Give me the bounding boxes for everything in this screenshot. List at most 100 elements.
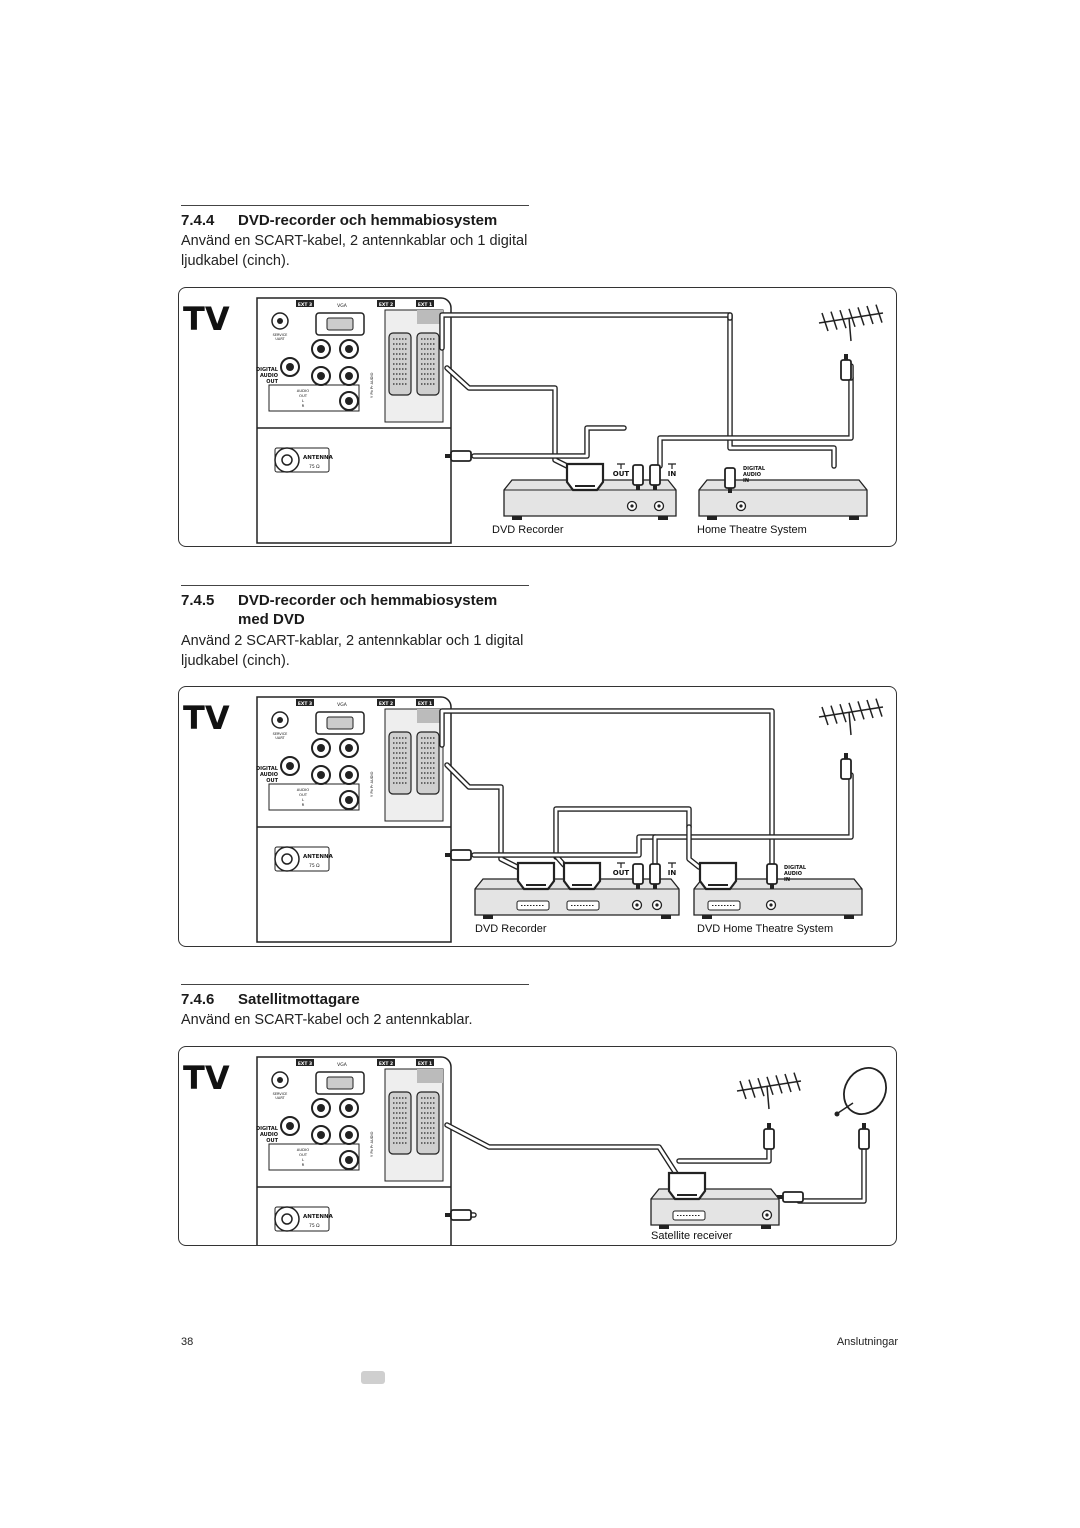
digital-audio-cable [657,375,854,469]
out-label: OUT [266,778,278,784]
vga-label: VGA [337,1062,348,1068]
recorder-scart-plug-1-body [516,861,556,891]
recorder-out-plug-tip [636,485,640,490]
audio-out-box [268,783,360,811]
scart-ext2-port [388,1091,412,1155]
dish-plug-body [858,1128,870,1150]
audio-label: AUDIO [260,373,278,379]
tv-antenna-to-recorder-core [472,835,657,857]
antenna-ohm-label: 75 Ω [309,464,320,470]
hts-digital-label: DIGITAL [784,865,807,871]
scart-ext1-port [416,1091,440,1155]
aerial-to-receiver-core [677,1143,771,1163]
out-small-label: OUT [299,1152,308,1157]
tv-antenna-to-recorder-core [472,426,626,458]
rca-jack-center-3 [317,372,325,380]
port-in-2-symbol [668,862,676,868]
dish-to-receiver [796,1142,867,1204]
scart-to-hts-core [687,825,701,869]
ext2-tab [377,1059,395,1066]
dish-plug-tip [862,1123,866,1129]
dvd-home-theatre [693,878,863,919]
tv-antenna-plug [445,450,472,462]
scart-ext1-port [416,731,440,795]
recorder-in-plug [649,863,661,889]
recorder-out-plug [632,464,644,490]
port-in-1-symbol [668,463,676,469]
dvd-recorder-jack-center-1 [635,903,639,907]
aerial-plug-body [763,1128,775,1150]
aerial-plug-tip [767,1123,771,1129]
left-label: L [302,1157,305,1162]
port-out-2: OUT [613,862,629,877]
scart-cable [444,1122,680,1178]
antenna-frame [274,447,330,473]
hts-in-label: IN [743,478,749,484]
hts-digital-label: DIGITAL [743,466,766,472]
dvd-recorder-jack-center-2 [655,903,659,907]
aerial-to-hts-core [653,773,853,867]
port-in-1-label: IN [668,470,677,478]
section-title: Satellitmottagare [238,991,360,1008]
hts-digital-in-plug [766,863,778,889]
hts-digital-in-plug-tip [728,488,732,493]
rooftop-aerial-element-2 [830,311,838,330]
rooftop-aerial-element-4 [766,1076,774,1096]
device-label-dvd-home-theatre: DVD Home Theatre System [697,923,834,935]
rooftop-aerial-element-7 [875,304,883,323]
dish-arm [837,1102,854,1114]
dvd-home-theatre-foot-right [844,915,854,919]
rca-jack-center-4 [345,372,353,380]
audio-out-small-label: AUDIO [297,1147,309,1152]
service-jack-center [277,717,283,723]
section-rule-1 [181,205,529,206]
hts-digital-in-plug-body [766,863,778,885]
antenna-label: ANTENNA [303,455,334,461]
ext3-tab-label: EXT 3 [298,1061,312,1067]
rooftop-aerial-element-6 [866,699,874,719]
tv-antenna-plug-tip [445,853,451,857]
rca-jack-center-5 [345,796,353,804]
rooftop-aerial-mast [848,711,852,736]
section-rule-3 [181,984,529,985]
rooftop-aerial [818,698,884,736]
out-label: OUT [266,1138,278,1144]
tv-antenna-plug-body [450,1209,472,1221]
receiver-antenna-plug [777,1191,804,1203]
port-in-2-label: IN [668,869,677,877]
aerial-plug-tip [844,753,848,759]
right-label: R [302,802,305,807]
tv-antenna-plug-body [450,849,472,861]
satellite-receiver [650,1188,780,1229]
rooftop-aerial-element-7 [793,1072,801,1091]
left-label: L [302,797,305,802]
port-out-1-symbol [617,463,625,469]
rooftop-aerial-element-7 [875,698,883,717]
antenna-ohm-label: 75 Ω [309,863,320,869]
rca-jack-center-2 [345,1104,353,1112]
recorder-out-plug-tip [636,884,640,889]
rca-jack-center-1 [317,744,325,752]
audio-out-box [268,1143,360,1171]
rooftop-aerial-element-2 [830,705,838,724]
digital-label: DIGITAL [256,766,279,772]
section-title: DVD-recorder och hemmabiosystem [238,212,498,229]
rooftop-aerial-mast [848,317,852,342]
receiver-antenna-plug-body [782,1191,804,1203]
hts-digital-in-plug [724,467,736,493]
recorder-scart-plug-2-body [562,861,602,891]
dish-lnb [834,1111,840,1117]
rooftop-aerial-element-3 [757,1077,765,1097]
satellite-receiver-jack-center-1 [765,1213,769,1217]
scart-ext2-port [388,332,412,396]
rooftop-aerial-boom [818,706,884,718]
hts-audio-label: AUDIO [743,472,761,478]
tv-label: TV [183,699,230,737]
vga-label: VGA [337,303,348,309]
rca-jack-center-2 [345,345,353,353]
scart-ext1-port [416,332,440,396]
